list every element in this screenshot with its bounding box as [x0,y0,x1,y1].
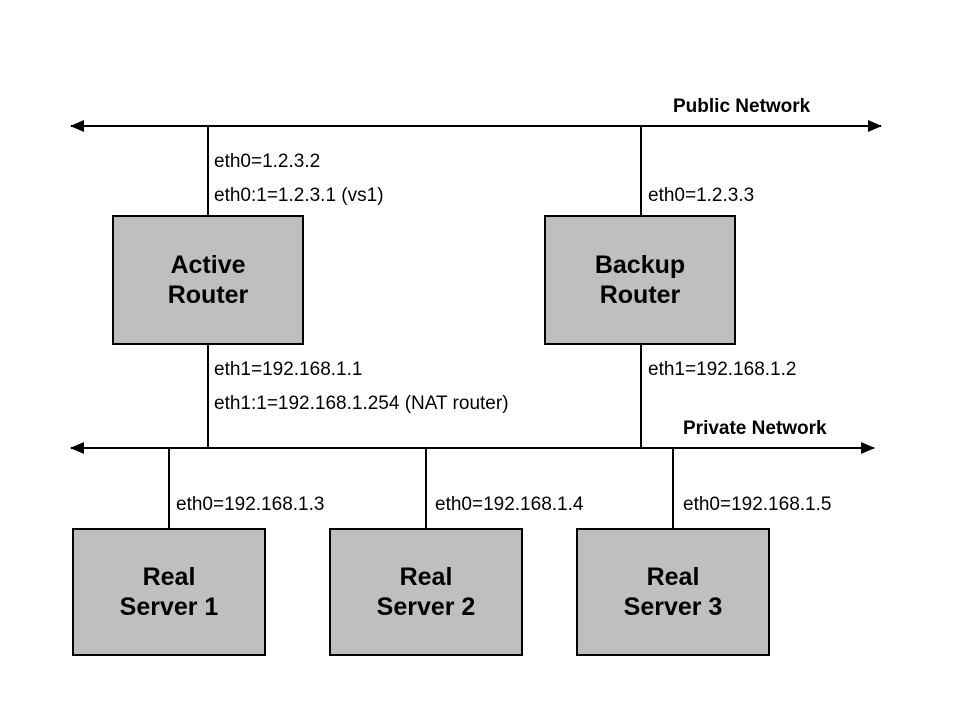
node-active-router-line1: Active [170,250,246,279]
node-real-server-1-line1: Real [142,562,196,591]
public-network-label: Public Network [673,96,811,117]
node-real-server-3[interactable]: Real Server 3 [576,528,770,656]
node-real-server-1[interactable]: Real Server 1 [72,528,266,656]
node-real-server-3-line1: Real [646,562,700,591]
node-backup-router-line1: Backup [594,250,686,279]
iface-label-backup-public-eth0: eth0=1.2.3.3 [648,185,755,206]
node-real-server-3-line2: Server 3 [623,593,723,621]
iface-label-server2-eth0: eth0=192.168.1.4 [435,494,584,515]
node-real-server-2[interactable]: Real Server 2 [329,528,523,656]
iface-label-server3-eth0: eth0=192.168.1.5 [683,494,832,515]
node-backup-router[interactable]: Backup Router [544,215,736,345]
iface-label-active-private-eth1-alias: eth1:1=192.168.1.254 (NAT router) [214,393,509,414]
iface-label-backup-private-eth1: eth1=192.168.1.2 [648,359,797,380]
node-active-router[interactable]: Active Router [112,215,304,345]
iface-label-active-public-eth0-alias: eth0:1=1.2.3.1 (vs1) [214,185,384,206]
iface-label-server1-eth0: eth0=192.168.1.3 [176,494,325,515]
node-real-server-1-line2: Server 1 [119,593,219,621]
node-real-server-2-line1: Real [399,562,453,591]
node-active-router-line2: Router [167,281,249,309]
node-real-server-2-line2: Server 2 [376,593,476,621]
private-network-label: Private Network [683,418,827,439]
iface-label-active-private-eth1: eth1=192.168.1.1 [214,359,363,380]
node-backup-router-line2: Router [599,281,681,309]
iface-label-active-public-eth0: eth0=1.2.3.2 [214,151,321,172]
